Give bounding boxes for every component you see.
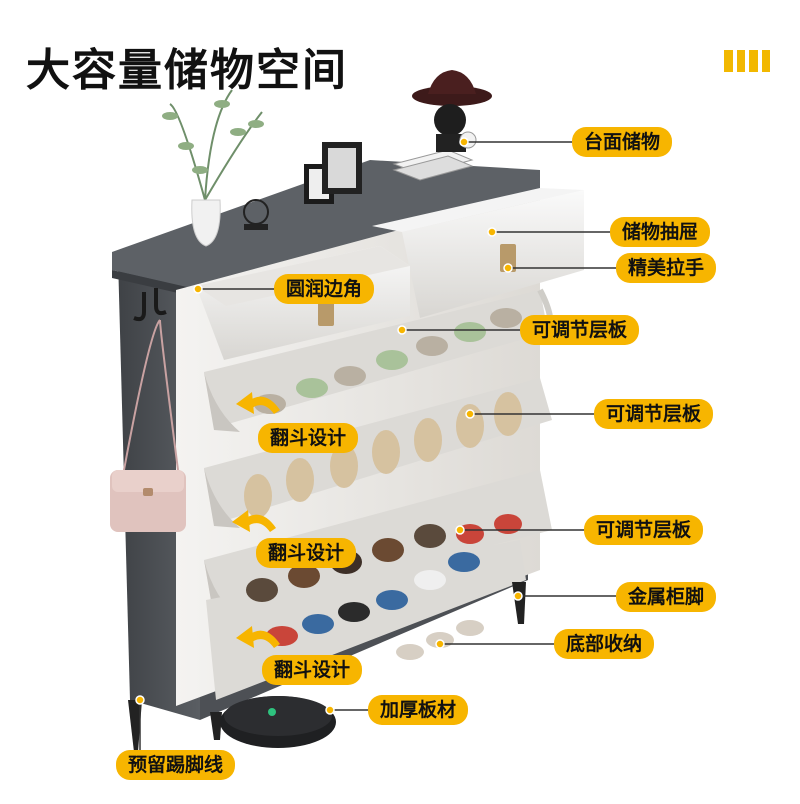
round-ornament [243, 199, 269, 230]
label-thick-board: 加厚板材 [368, 695, 469, 725]
leg-middle [210, 712, 222, 740]
label-adjustable-shelf-3: 可调节层板 [584, 515, 704, 545]
label-adjustable-shelf-2: 可调节层板 [594, 399, 714, 429]
countertop [112, 160, 540, 290]
curved-arrow-icon-2 [232, 510, 276, 532]
photo-frames [304, 142, 362, 204]
wall-hooks [133, 288, 167, 322]
handbag [110, 319, 186, 532]
callout-dots [135, 137, 523, 715]
robot-vacuum [220, 696, 336, 748]
countertop-edge [112, 190, 540, 298]
label-metal-legs: 金属柜脚 [616, 582, 717, 612]
label-flip-design-2: 翻斗设计 [256, 538, 357, 568]
books [392, 149, 474, 181]
label-flip-design-1: 翻斗设计 [258, 423, 359, 453]
label-adjustable-shelf-1: 可调节层板 [520, 315, 640, 345]
label-flip-design-3: 翻斗设计 [262, 655, 363, 685]
leg-left [128, 700, 142, 752]
page-title: 大容量储物空间 [26, 45, 348, 96]
drawer-handle-2 [318, 300, 334, 326]
callout-lines [139, 141, 616, 752]
curved-arrow-icon [236, 392, 280, 414]
label-countertop-storage: 台面储物 [572, 127, 673, 157]
upper-drawer-right-top [372, 188, 584, 232]
label-storage-drawer: 储物抽屉 [610, 217, 711, 247]
label-fine-handle: 精美拉手 [616, 253, 717, 283]
label-reserved-kickboard: 预留踢脚线 [116, 750, 236, 780]
shoes-row-4 [266, 552, 480, 646]
decorative-bars-icon [724, 50, 770, 72]
label-rounded-corners: 圆润边角 [274, 274, 375, 304]
plant-vase [162, 89, 264, 247]
leg-right [512, 582, 526, 624]
upper-drawer-right [402, 190, 584, 318]
curved-arrow-icon-3 [236, 626, 280, 648]
drawer-handle [500, 244, 516, 272]
figurine-with-hat [412, 70, 492, 152]
label-bottom-storage: 底部收纳 [554, 629, 655, 659]
shoes-row-2 [244, 392, 522, 518]
